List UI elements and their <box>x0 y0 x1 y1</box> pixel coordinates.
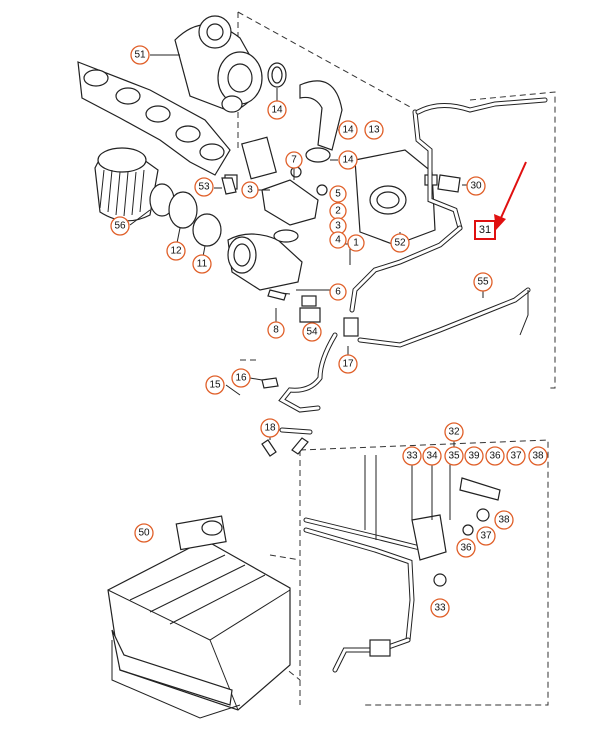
svg-text:33: 33 <box>434 603 446 614</box>
callout: 38 <box>528 446 548 466</box>
callout: 6 <box>329 283 347 301</box>
svg-text:14: 14 <box>342 155 354 166</box>
intake-manifold <box>354 149 438 246</box>
callout: 35 <box>444 446 464 466</box>
air-filter-housing <box>107 515 291 719</box>
svg-text:53: 53 <box>198 182 210 193</box>
callout: 33 <box>430 598 450 618</box>
callout: 7 <box>285 151 303 169</box>
callout: 3 <box>329 217 347 235</box>
svg-text:36: 36 <box>460 543 472 554</box>
svg-text:50: 50 <box>138 528 150 539</box>
red-arrow <box>499 161 527 221</box>
svg-text:2: 2 <box>335 206 341 217</box>
callout: 38 <box>494 510 514 530</box>
callout: 34 <box>422 446 442 466</box>
callout: 54 <box>302 322 322 342</box>
svg-text:38: 38 <box>498 515 510 526</box>
callouts: 51 14 14 13 14 7 3 53 5 2 3 4 1 30 56 12… <box>110 45 548 618</box>
callout: 12 <box>166 241 186 261</box>
callout: 3 <box>241 181 259 199</box>
svg-text:15: 15 <box>209 380 221 391</box>
callout: 56 <box>110 216 130 236</box>
callout: 52 <box>390 233 410 253</box>
svg-text:39: 39 <box>468 451 480 462</box>
callout: 16 <box>231 368 251 388</box>
svg-text:13: 13 <box>368 125 380 136</box>
callout: 37 <box>506 446 526 466</box>
svg-text:1: 1 <box>353 238 359 249</box>
hardware-parts <box>221 174 461 457</box>
svg-text:14: 14 <box>342 125 354 136</box>
svg-text:16: 16 <box>235 373 247 384</box>
svg-text:38: 38 <box>532 451 544 462</box>
svg-text:36: 36 <box>489 451 501 462</box>
svg-text:30: 30 <box>470 181 482 192</box>
callout: 30 <box>466 176 486 196</box>
svg-text:3: 3 <box>335 221 341 232</box>
callout: 55 <box>473 272 493 292</box>
callout: 33 <box>402 446 422 466</box>
callout: 2 <box>329 202 347 220</box>
svg-text:35: 35 <box>448 451 460 462</box>
svg-text:51: 51 <box>134 50 146 61</box>
lower-hoses <box>303 452 501 673</box>
assembly-boundaries <box>237 11 556 706</box>
callout: 53 <box>194 177 214 197</box>
filter-cartridge <box>94 147 222 247</box>
svg-text:37: 37 <box>510 451 522 462</box>
callout: 36 <box>456 538 476 558</box>
svg-text:31: 31 <box>479 224 491 236</box>
callout: 15 <box>205 375 225 395</box>
svg-text:8: 8 <box>273 325 279 336</box>
callout: 37 <box>476 526 496 546</box>
callout: 14 <box>338 150 358 170</box>
svg-text:18: 18 <box>264 423 276 434</box>
svg-text:3: 3 <box>247 185 253 196</box>
svg-text:5: 5 <box>335 189 341 200</box>
callout: 39 <box>464 446 484 466</box>
svg-text:34: 34 <box>426 451 438 462</box>
svg-text:6: 6 <box>335 287 341 298</box>
callout: 36 <box>485 446 505 466</box>
callout: 51 <box>130 45 150 65</box>
arrowhead-icon <box>494 214 506 230</box>
callout: 11 <box>192 254 212 274</box>
callout: 32 <box>444 422 464 442</box>
highlighted-part-31[interactable]: 31 <box>474 161 527 240</box>
callout: 50 <box>134 523 154 543</box>
callout: 4 <box>329 231 347 249</box>
svg-text:14: 14 <box>271 105 283 116</box>
highlight-box[interactable]: 31 <box>474 220 496 240</box>
svg-text:17: 17 <box>342 359 354 370</box>
turbocharger-assembly <box>77 15 263 176</box>
callout: 8 <box>267 321 285 339</box>
svg-text:54: 54 <box>306 327 318 338</box>
callout: 1 <box>347 234 365 252</box>
svg-text:11: 11 <box>197 259 208 270</box>
callout: 18 <box>260 418 280 438</box>
svg-text:4: 4 <box>335 235 341 246</box>
callout: 13 <box>364 120 384 140</box>
callout: 14 <box>267 100 287 120</box>
callout: 17 <box>338 354 358 374</box>
callout: 14 <box>338 120 358 140</box>
svg-text:33: 33 <box>406 451 418 462</box>
callout: 5 <box>329 185 347 203</box>
intake-pipe <box>267 62 343 163</box>
svg-text:12: 12 <box>170 246 182 257</box>
svg-text:55: 55 <box>477 277 489 288</box>
hose-lines <box>278 97 548 435</box>
svg-text:32: 32 <box>448 427 460 438</box>
svg-text:7: 7 <box>291 155 297 166</box>
svg-text:56: 56 <box>114 221 126 232</box>
svg-text:37: 37 <box>480 531 492 542</box>
svg-text:52: 52 <box>394 238 406 249</box>
